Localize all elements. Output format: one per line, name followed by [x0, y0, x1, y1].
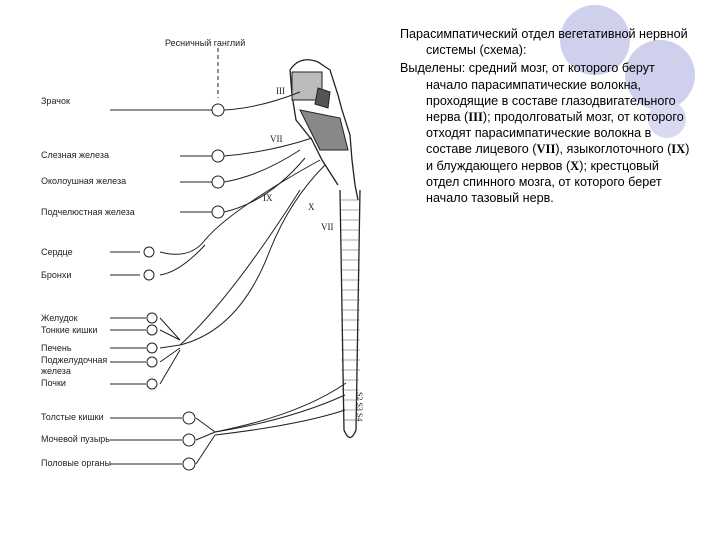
ganglion [143, 269, 155, 281]
nerve-label-x: X [308, 202, 315, 212]
label-kidneys: Почки [41, 378, 66, 388]
nervous-system-drawing [110, 48, 361, 471]
nerve-label-vii: VII [270, 134, 283, 144]
nerve-label-ix: IX [263, 193, 273, 203]
label-bladder: Мочевой пузырь [41, 434, 110, 444]
decorative-circle [625, 40, 695, 110]
ganglion [146, 312, 158, 324]
label-stomach: Желудок [41, 313, 78, 323]
label-heart: Сердце [41, 247, 73, 257]
description-title: Парасимпатический отдел вегетативной нер… [400, 27, 688, 58]
ganglion [146, 324, 158, 336]
description-body: Выделены: средний мозг, от которого беру… [400, 61, 690, 206]
ganglion [182, 433, 196, 447]
ganglion [143, 246, 155, 258]
decorative-circle [648, 100, 686, 138]
label-large-intestine: Толстые кишки [41, 412, 104, 422]
decorative-circle [560, 5, 630, 75]
ganglion [182, 411, 196, 425]
label-pancreas: Поджелудочная [41, 355, 108, 365]
label-pancreas-2: железа [41, 366, 71, 376]
label-parotid-gland: Околоушная железа [41, 176, 127, 186]
label-lacrimal-gland: Слезная железа [41, 150, 109, 160]
label-pupil: Зрачок [41, 96, 70, 106]
label-submandibular-gland: Подчелюстная железа [41, 207, 135, 217]
parasympathetic-diagram: Ресничный ганглий Зрачок Слезная железа … [41, 38, 364, 471]
sacral-label: S2 S3 S4 [355, 392, 364, 422]
ganglion [146, 356, 158, 368]
ganglion [146, 342, 158, 354]
description-text: Парасимпатический отдел вегетативной нер… [400, 26, 692, 208]
ganglion [211, 149, 225, 163]
nerve-label-iii: III [276, 86, 285, 96]
label-liver: Печень [41, 343, 72, 353]
ganglion [211, 205, 225, 219]
nerve-label-vii-2: VII [321, 222, 334, 232]
label-ciliary-ganglion: Ресничный ганглий [165, 38, 246, 48]
ganglion [182, 457, 196, 471]
ganglion [211, 103, 225, 117]
label-genitals: Половые органы [41, 458, 111, 468]
label-bronchi: Бронхи [41, 270, 72, 280]
label-small-intestine: Тонкие кишки [41, 325, 98, 335]
ganglion [211, 175, 225, 189]
ganglion [146, 378, 158, 390]
